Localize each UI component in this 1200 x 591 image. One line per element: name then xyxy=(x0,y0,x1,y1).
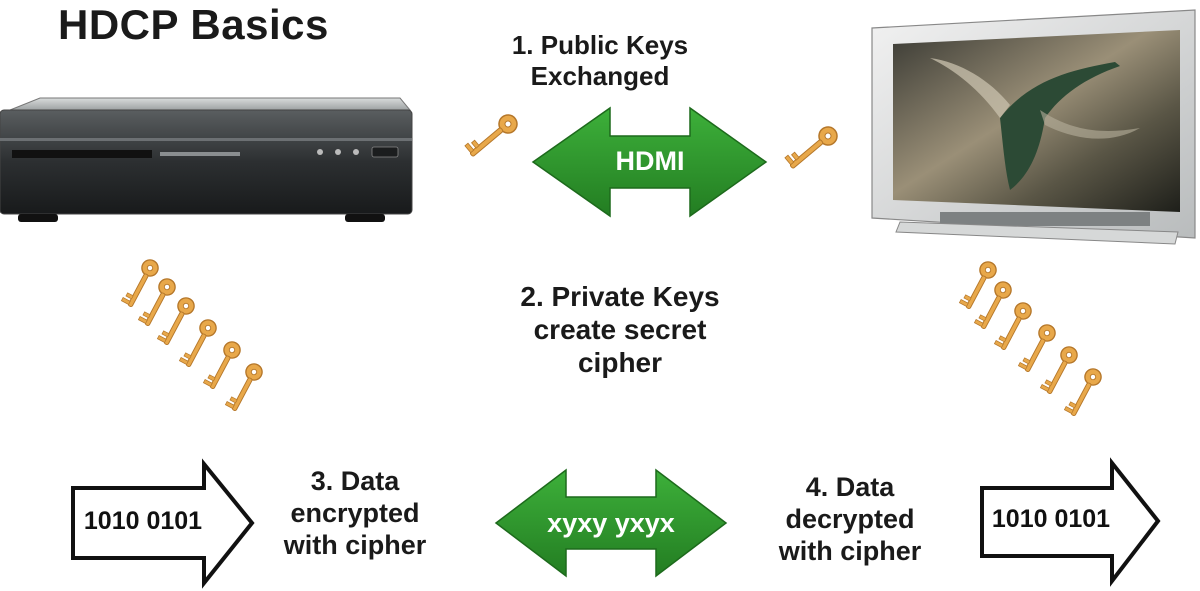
plaintext-out-label: 1010 0101 xyxy=(991,505,1111,533)
private-keys-sink-icon xyxy=(958,257,1105,420)
plaintext-out-arrow xyxy=(980,457,1161,587)
hdmi-label: HDMI xyxy=(615,146,685,176)
step2-line1: 2. Private Keys xyxy=(520,281,720,312)
encrypted-data-double-arrow xyxy=(494,468,728,578)
step2-line2: create secret xyxy=(533,314,707,346)
flat-panel-tv-icon xyxy=(871,9,1196,245)
encrypted-data-label: xyxy yxyx xyxy=(547,508,675,538)
private-keys-source-icon xyxy=(120,255,266,415)
step3-line2: encrypted xyxy=(290,497,420,528)
plaintext-in-arrow xyxy=(71,458,255,589)
step4-label: 4. Data decrypted with cipher xyxy=(745,472,955,568)
step1-line2: Exchanged xyxy=(530,60,670,91)
step4-line3: with cipher xyxy=(778,535,922,566)
plaintext-in-label: 1010 0101 xyxy=(83,507,203,535)
step3-label: 3. Data encrypted with cipher xyxy=(255,466,455,562)
hdmi-double-arrow xyxy=(531,106,768,218)
step3-line3: with cipher xyxy=(283,529,427,560)
public-key-icon-source xyxy=(463,109,522,163)
step2-label: 2. Private Keys create secret cipher xyxy=(470,280,770,379)
blu-ray-player-icon xyxy=(0,97,413,222)
step1-line1: 1. Public Keys xyxy=(511,30,689,60)
step3-line1: 3. Data xyxy=(310,466,400,496)
step1-label: 1. Public Keys Exchanged xyxy=(455,30,745,91)
page-title: HDCP Basics xyxy=(58,1,329,48)
step2-line3: cipher xyxy=(577,347,663,379)
step4-line1: 4. Data xyxy=(805,472,895,502)
step4-line2: decrypted xyxy=(785,503,915,534)
public-key-icon-sink xyxy=(783,121,842,175)
